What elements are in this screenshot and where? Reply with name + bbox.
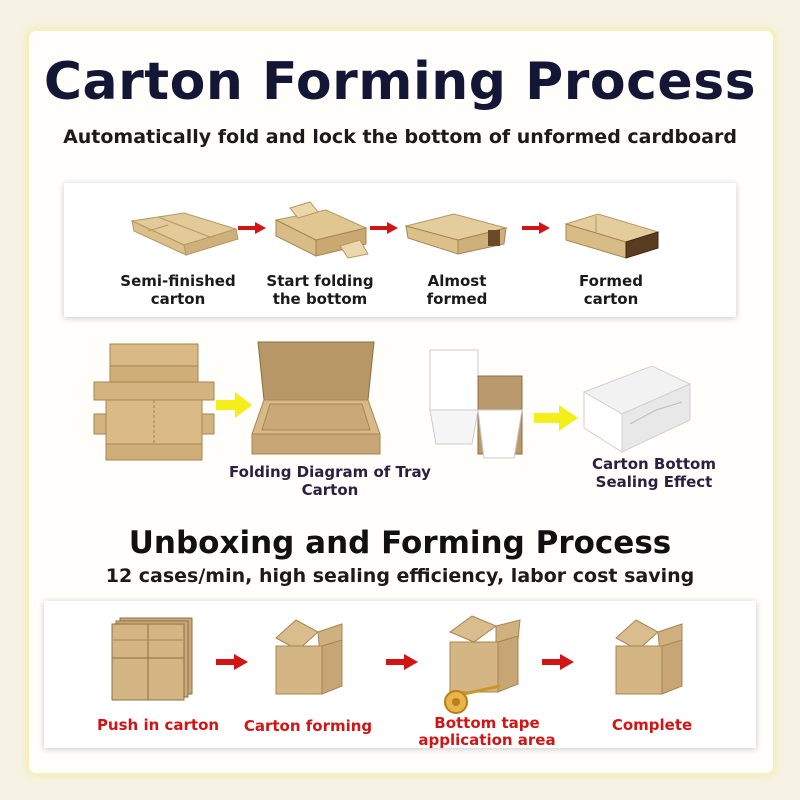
- open-carton-image: [275, 619, 343, 695]
- step-label-push-in-carton: Push in carton: [96, 716, 220, 734]
- semi-finished-carton-image: [130, 212, 239, 256]
- section-subtitle-unboxing: 12 cases/min, high sealing efficiency, l…: [105, 565, 695, 587]
- tray-carton-assembled-image: [251, 341, 381, 455]
- almost-formed-carton-image: [404, 213, 508, 255]
- tray-carton-flat-diagram: [93, 343, 215, 461]
- complete-carton-image: [615, 619, 683, 695]
- red-arrow-icon: [238, 222, 266, 234]
- red-arrow-icon: [542, 654, 574, 670]
- page-subtitle: Automatically fold and lock the bottom o…: [63, 126, 737, 148]
- red-arrow-icon: [370, 222, 398, 234]
- white-carton-sealed-image: [582, 365, 692, 453]
- section-title-unboxing: Unboxing and Forming Process: [128, 525, 672, 561]
- formed-carton-image: [564, 213, 660, 259]
- page-title: Carton Forming Process: [43, 52, 757, 112]
- carton-taping-image: [444, 615, 521, 714]
- yellow-arrow-icon: [534, 405, 578, 431]
- tray-carton-caption: Folding Diagram of Tray Carton: [229, 463, 431, 499]
- step-label-carton-forming: Carton forming: [243, 717, 373, 735]
- step-label-complete: Complete: [611, 716, 693, 734]
- start-folding-carton-image: [274, 201, 369, 259]
- yellow-arrow-icon: [216, 392, 252, 418]
- red-arrow-icon: [522, 222, 550, 234]
- flat-carton-stack-image: [111, 617, 193, 701]
- red-arrow-icon: [216, 654, 248, 670]
- white-carton-flat-image: [429, 349, 523, 459]
- red-arrow-icon: [386, 654, 418, 670]
